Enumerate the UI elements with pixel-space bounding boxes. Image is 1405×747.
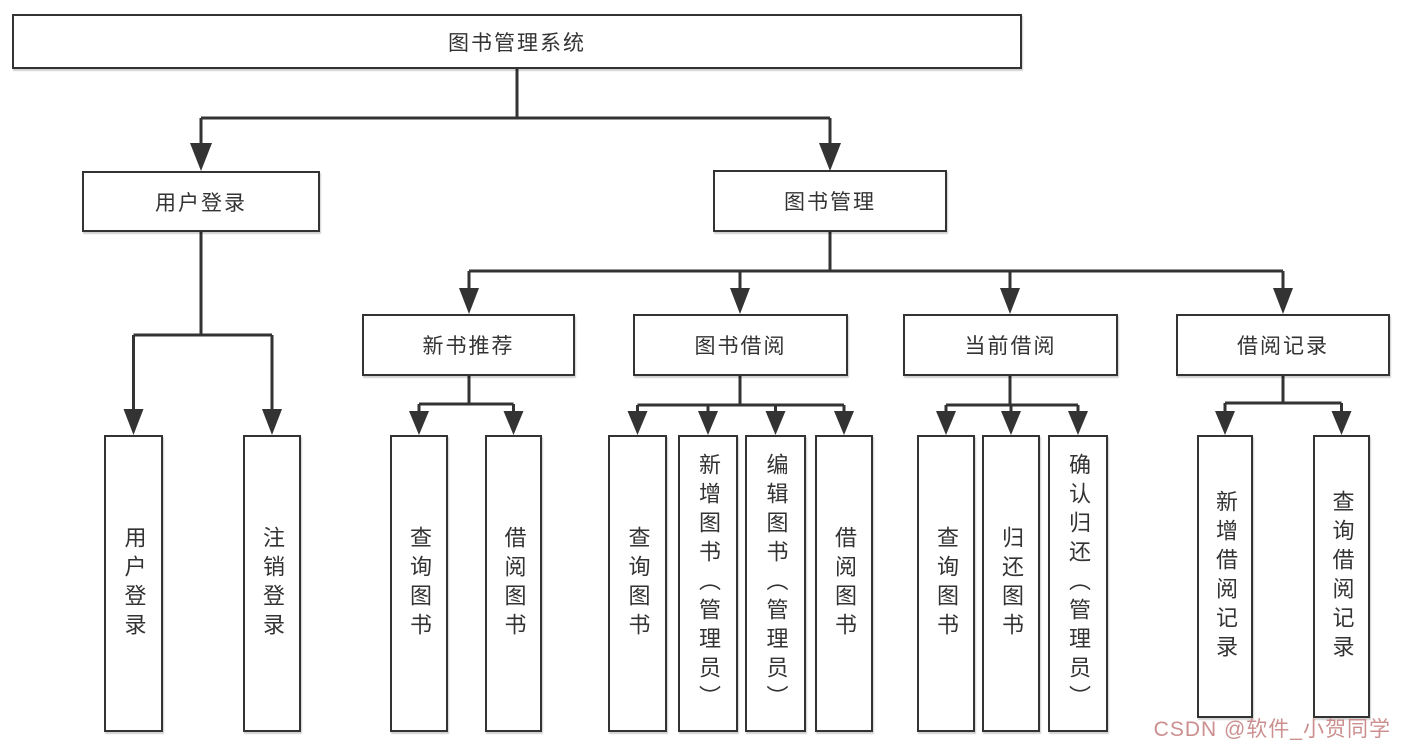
arrowhead-icon <box>409 411 429 435</box>
arrowhead-icon <box>459 288 479 314</box>
leaf-query-borrow-record: 查询借阅记录 <box>1313 435 1370 718</box>
node-root-system: 图书管理系统 <box>12 14 1022 69</box>
arrowhead-icon <box>698 411 718 435</box>
leaf-logout: 注销登录 <box>243 435 301 732</box>
arrowhead-icon <box>190 143 212 171</box>
node-label: 查询图书 <box>934 525 959 642</box>
leaf-query-books-current: 查询图书 <box>917 435 975 732</box>
node-label: 用户登录 <box>121 525 147 642</box>
node-label: 用户登录 <box>155 191 247 215</box>
leaf-confirm-return-admin: 确认归还（管理员） <box>1048 435 1108 732</box>
arrowhead-icon <box>834 411 854 435</box>
arrowhead-icon <box>1215 411 1235 435</box>
node-current-borrow: 当前借阅 <box>903 314 1118 376</box>
node-label: 图书管理系统 <box>448 31 586 55</box>
arrowhead-icon <box>262 409 282 435</box>
node-label: 查询借阅记录 <box>1329 489 1355 664</box>
arrowhead-icon <box>1000 288 1020 314</box>
node-label: 查询图书 <box>625 525 651 642</box>
arrowhead-icon <box>819 143 841 171</box>
arrowhead-icon <box>1331 411 1352 435</box>
node-label: 当前借阅 <box>964 335 1057 358</box>
node-label: 图书管理 <box>784 191 876 214</box>
node-label: 新书推荐 <box>422 335 515 358</box>
node-new-book-recommend: 新书推荐 <box>362 314 575 376</box>
leaf-query-books-recommend: 查询图书 <box>390 435 448 732</box>
arrowhead-icon <box>123 409 144 435</box>
leaf-borrow-books: 借阅图书 <box>815 435 873 732</box>
leaf-user-login: 用户登录 <box>104 435 163 732</box>
node-book-borrow: 图书借阅 <box>633 314 848 376</box>
node-label: 新增借阅记录 <box>1213 489 1238 664</box>
arrowhead-icon <box>1273 288 1293 314</box>
leaf-add-borrow-record: 新增借阅记录 <box>1197 435 1253 718</box>
leaf-query-books-borrow: 查询图书 <box>608 435 667 732</box>
node-label: 借阅图书 <box>501 525 527 642</box>
node-label: 图书借阅 <box>694 335 787 358</box>
csdn-watermark: CSDN @软件_小贺同学 <box>1153 718 1391 741</box>
node-label: 归还图书 <box>999 525 1024 642</box>
node-label: 借阅记录 <box>1237 335 1329 358</box>
leaf-edit-books-admin: 编辑图书（管理员） <box>745 435 806 732</box>
arrowhead-icon <box>1001 411 1021 435</box>
node-label: 注销登录 <box>260 525 285 642</box>
arrowhead-icon <box>730 288 750 314</box>
arrowhead-icon <box>1068 411 1088 435</box>
arrowhead-icon <box>936 411 956 435</box>
node-label: 确认归还（管理员） <box>1066 453 1091 714</box>
node-label: 编辑图书（管理员） <box>763 453 789 714</box>
node-book-management: 图书管理 <box>713 170 947 232</box>
arrowhead-icon <box>503 411 524 435</box>
arrowhead-icon <box>627 411 648 435</box>
leaf-borrow-books-recommend: 借阅图书 <box>485 435 542 732</box>
arrowhead-icon <box>765 411 786 435</box>
leaf-return-books: 归还图书 <box>982 435 1040 732</box>
leaf-add-books-admin: 新增图书（管理员） <box>678 435 738 732</box>
node-label: 借阅图书 <box>832 525 857 642</box>
node-label: 新增图书（管理员） <box>696 453 721 714</box>
node-label: 查询图书 <box>407 525 432 642</box>
node-user-login: 用户登录 <box>82 171 320 232</box>
node-borrow-records: 借阅记录 <box>1176 314 1390 376</box>
